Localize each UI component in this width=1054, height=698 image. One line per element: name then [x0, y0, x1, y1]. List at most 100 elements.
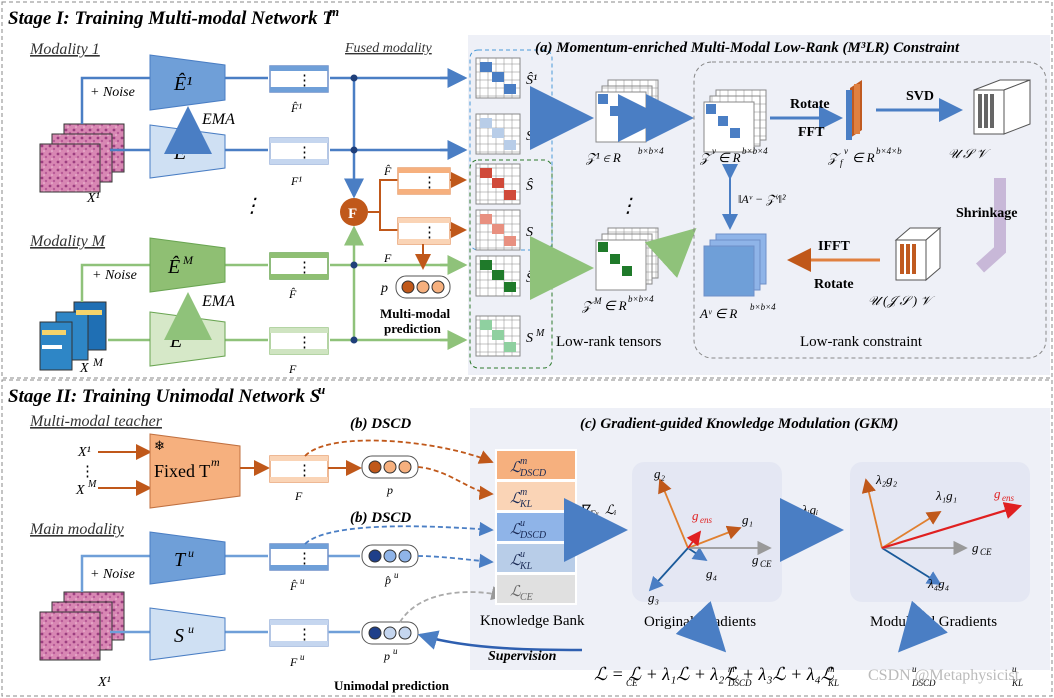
knowledge-bank-label: Knowledge Bank	[480, 613, 585, 629]
svg-text:⋮: ⋮	[297, 463, 312, 479]
shrinkage-label: Shrinkage	[956, 206, 1017, 221]
stage1-title: Stage I: Training Multi-modal Network T	[8, 8, 335, 29]
encoder-tu-sup: u	[188, 546, 194, 560]
modulated-gradients-label: Modulated Gradients	[870, 614, 997, 630]
sm-hat-sup: M	[535, 268, 545, 279]
encoder-em-hat	[149, 237, 226, 293]
s1-label: S¹	[526, 129, 537, 144]
link-ce	[399, 586, 506, 623]
arrow-from-modulated	[898, 600, 948, 653]
fusion-node	[340, 198, 368, 226]
link-dscd-u	[304, 521, 494, 545]
loss-sub-dscd2: DSCD	[911, 678, 936, 688]
f-label: F	[383, 251, 392, 265]
svg-text:u: u	[520, 518, 525, 529]
svg-text:⋮: ⋮	[297, 551, 312, 567]
watermark: CSDN @Metaphysicist.	[868, 667, 1023, 684]
feature-f-hat: ⋮	[397, 167, 451, 195]
noise-label-student: + Noise	[90, 567, 135, 582]
svg-text:⋮: ⋮	[297, 73, 312, 89]
encoder-tu-label: T	[174, 549, 187, 571]
zfv-in: ∈ R	[852, 150, 875, 165]
feature-f: ⋮	[397, 217, 451, 245]
av-exp: b×b×4	[750, 302, 776, 312]
blue-dashed-group	[469, 49, 553, 251]
s1-hat-label: Ŝ¹	[526, 71, 537, 88]
fu-hat-label: F̂	[289, 579, 298, 593]
loss-sub-kl1: KL	[827, 678, 839, 688]
svg-text:KL: KL	[519, 499, 533, 510]
arrow-from-original	[675, 600, 727, 653]
junction-dot-4	[350, 336, 358, 344]
g1-label: g₁	[742, 512, 753, 527]
svg-text:DSCD: DSCD	[519, 530, 547, 541]
student-images	[39, 591, 125, 661]
svg-text:m: m	[520, 456, 527, 467]
g3-label: g₃	[648, 590, 659, 605]
low-rank-tensors-label: Low-rank tensors	[556, 334, 662, 350]
matrix-s1	[475, 113, 521, 155]
modality-1-label: Modality 1	[29, 41, 100, 58]
p-label: p	[380, 281, 388, 296]
total-loss-equation: ℒ = ℒ + λ₁ℒ + λ₂ℒ + λ₃ℒ + λ₄ℒ	[594, 664, 835, 684]
l4g4-label: λ₄g₄	[927, 576, 950, 591]
matrix-sm	[475, 315, 521, 357]
gkm-title: (c) Gradient-guided Knowledge Modulation…	[580, 416, 898, 432]
svg-text:⋮: ⋮	[297, 627, 312, 643]
modality-m-label: Modality M	[29, 233, 107, 250]
pu-hat-label: p̂	[384, 573, 391, 587]
tensor-zfv	[846, 80, 862, 140]
mod-gce-sub: CE	[980, 547, 992, 557]
feature-f1: ⋮	[269, 137, 329, 165]
fm-hat-label: F̂	[288, 287, 297, 301]
tensor-av	[703, 233, 767, 297]
fixed-teacher-label: Fixed T	[154, 461, 210, 481]
stage1-title-sup: m	[329, 4, 339, 19]
original-gradients-panel	[632, 462, 782, 602]
kb-entry-2: ℒ	[510, 491, 522, 507]
kb-entry-5: ℒ	[510, 584, 522, 600]
kb-entry-3: ℒ	[510, 522, 522, 538]
fixed-teacher	[149, 433, 241, 509]
modulated-gradient-arrows	[861, 478, 1023, 585]
grad-sub: Fᵘ	[589, 509, 598, 519]
loss-sub-ce: CE	[626, 678, 638, 688]
pu-sup: u	[393, 646, 398, 656]
zv-sup: v	[712, 146, 716, 156]
tensor-z1	[595, 79, 659, 143]
pu-hat-sup: u	[394, 570, 399, 580]
supervision-label: Supervision	[488, 649, 557, 664]
original-gradients-label: Original Gradients	[644, 614, 756, 630]
zm-sup: M	[593, 296, 602, 306]
unimodal-prediction-label: Unimodal prediction	[334, 678, 450, 693]
fm-label: F	[288, 362, 297, 376]
z1-label: 𝒵¹ ∈ R	[585, 150, 621, 165]
encoder-em-sup: M	[183, 327, 195, 341]
encoder-em-hat-sup: M	[182, 253, 194, 267]
matrix-s-hat	[475, 163, 521, 205]
matrix-s	[475, 209, 521, 251]
svg-text:KL: KL	[519, 561, 533, 572]
ifft-label: IFFT	[818, 239, 851, 254]
encoder-em-hat-label: Ê	[167, 255, 180, 278]
tensor-usv	[973, 79, 1031, 135]
zfv-label: 𝒵	[827, 150, 841, 165]
low-rank-constraint-box	[693, 61, 1047, 359]
teacher-feature-f: ⋮	[269, 455, 329, 483]
encoder-e1-hat	[149, 54, 226, 111]
green-dashed-group	[469, 159, 553, 369]
m3lr-title: (a) Momentum-enriched Multi-Modal Low-Ra…	[535, 40, 960, 56]
main-modality-label: Main modality	[29, 521, 125, 538]
teacher-x1: X¹	[77, 445, 91, 460]
zm-zv-link	[644, 227, 697, 279]
usv-label: 𝒰 𝒮 𝒱	[948, 146, 991, 161]
av-label: Aᵛ ∈ R	[699, 306, 737, 321]
zfv-sup: v	[844, 146, 848, 156]
matrix-sm-hat	[475, 255, 521, 297]
xm-sup: M	[92, 355, 104, 369]
zfv-exp: b×4×b	[876, 146, 902, 156]
teacher-xm: X	[75, 483, 85, 498]
junction-dot-3	[350, 261, 358, 269]
fu-sup: u	[300, 652, 305, 662]
f1-hat-label: F̂¹	[290, 101, 302, 115]
